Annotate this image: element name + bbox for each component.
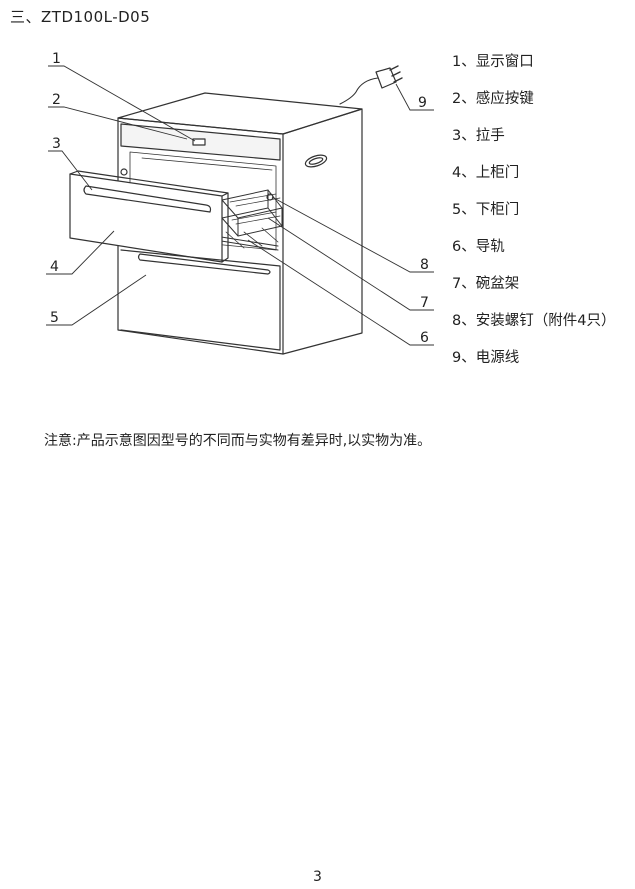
callout-1: 1 [52, 51, 61, 67]
disclaimer-note: 注意:产品示意图因型号的不同而与实物有差异时,以实物为准。 [44, 433, 432, 449]
legend-item-dish-rack: 7、碗盆架 [452, 276, 520, 292]
lower-door-handle [137, 253, 271, 275]
callout-7: 7 [420, 295, 429, 311]
legend-item-screws: 8、安装螺钉（附件4只） [452, 313, 616, 329]
rail-shape [214, 235, 279, 251]
callout-6: 6 [420, 330, 429, 346]
legend-item-power-cord: 9、电源线 [452, 350, 520, 366]
lower-door-shape [120, 249, 281, 351]
legend-item-lower-door: 5、下柜门 [452, 202, 520, 218]
cabinet-diagram: 1 2 3 4 5 6 7 8 9 [46, 51, 434, 355]
cabinet-right-side [282, 108, 363, 355]
parts-legend: 1、显示窗口 2、感应按键 3、拉手 4、上柜门 5、下柜门 6、导轨 7、碗盆… [452, 54, 615, 387]
callout-2: 2 [52, 92, 61, 108]
section-heading: 三、ZTD100L-D05 [10, 8, 151, 26]
callout-8: 8 [420, 257, 429, 273]
legend-item-touch-keys: 2、感应按键 [452, 91, 534, 107]
screw-right-shape [266, 193, 274, 201]
callout-4: 4 [50, 259, 59, 275]
callout-5: 5 [50, 310, 59, 326]
plug-icon [375, 65, 403, 89]
legend-item-rail: 6、导轨 [452, 239, 505, 255]
callout-3: 3 [52, 136, 61, 152]
page-number: 3 [313, 869, 322, 885]
upper-door-handle [83, 185, 212, 213]
legend-item-display-window: 1、显示窗口 [452, 54, 534, 70]
screw-left-shape [120, 168, 128, 176]
display-window-shape [192, 138, 206, 146]
side-handle-icon [304, 154, 328, 168]
legend-item-upper-door: 4、上柜门 [452, 165, 520, 181]
legend-item-handle: 3、拉手 [452, 128, 505, 144]
cabinet-front-frame [117, 117, 284, 355]
callout-9: 9 [418, 95, 427, 111]
power-cord-shape [339, 77, 379, 105]
